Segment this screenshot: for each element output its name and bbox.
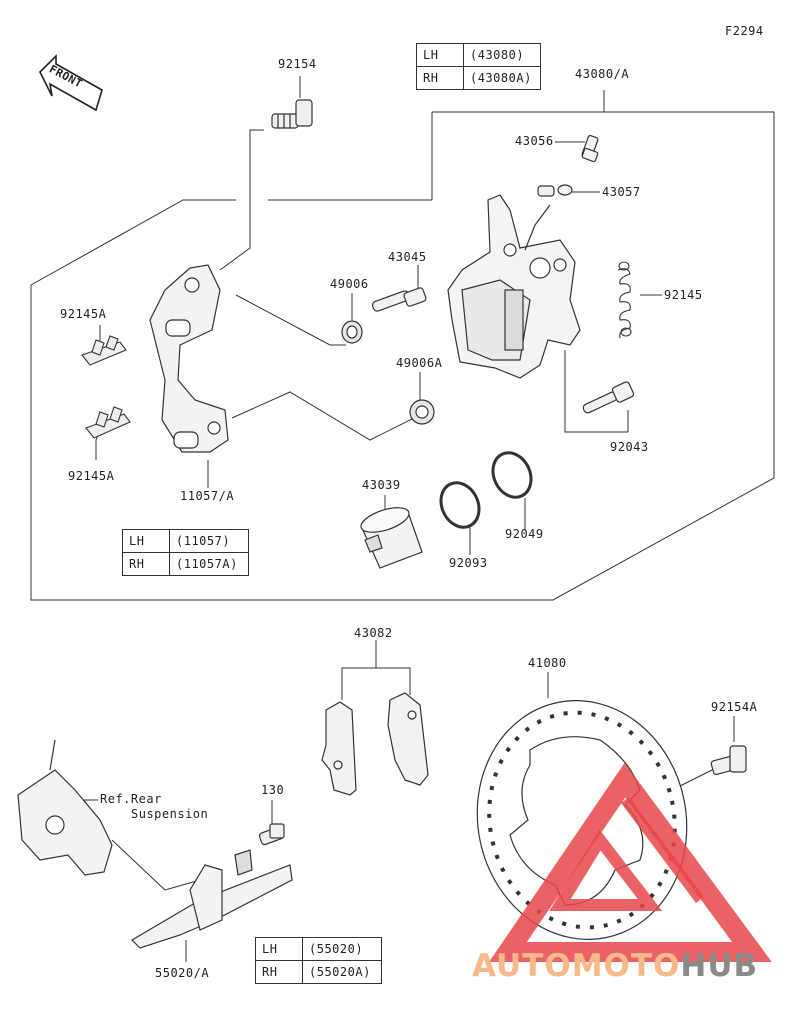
label-49006a: 49006A bbox=[396, 356, 443, 370]
watermark-text: AUTOMOTOHUB bbox=[472, 948, 758, 984]
assembly-frame bbox=[30, 111, 775, 601]
pad-spring-bottom bbox=[85, 406, 131, 439]
part-cell: (11057) bbox=[169, 529, 249, 553]
label-92154: 92154 bbox=[278, 57, 317, 71]
slide-pin-43045 bbox=[371, 287, 427, 312]
table-row: LH (11057) bbox=[122, 529, 249, 553]
label-92043: 92043 bbox=[610, 440, 649, 454]
bolt-92154 bbox=[271, 99, 313, 129]
label-43039: 43039 bbox=[362, 478, 401, 492]
spring-92145 bbox=[617, 261, 632, 339]
label-92145a-top: 92145A bbox=[60, 307, 107, 321]
seal-92049 bbox=[491, 451, 533, 499]
side-cell: RH bbox=[416, 66, 464, 90]
bracket-variant-table: LH (11057) RH (11057A) bbox=[122, 529, 249, 576]
table-row: RH (55020A) bbox=[255, 960, 382, 984]
label-130: 130 bbox=[261, 783, 285, 797]
part-cell: (55020) bbox=[302, 937, 382, 961]
slide-pin-92043 bbox=[582, 381, 635, 414]
label-55020a: 55020/A bbox=[155, 966, 210, 980]
label-ref-rear: Ref.Rear bbox=[100, 792, 162, 806]
part-cell: (43080A) bbox=[463, 66, 541, 90]
watermark-word-a: AUTOMOTO bbox=[472, 948, 681, 984]
piston-43039 bbox=[360, 507, 423, 569]
label-92093: 92093 bbox=[449, 556, 488, 570]
bolt-92154a bbox=[710, 745, 747, 776]
table-row: RH (43080A) bbox=[416, 66, 541, 90]
watermark-word-b: HUB bbox=[680, 948, 759, 984]
table-row: RH (11057A) bbox=[122, 552, 249, 576]
label-92154a: 92154A bbox=[711, 700, 758, 714]
label-49006: 49006 bbox=[330, 277, 369, 291]
caliper-variant-table: LH (43080) RH (43080A) bbox=[416, 43, 541, 90]
brake-pads bbox=[321, 692, 429, 796]
side-cell: LH bbox=[416, 43, 464, 67]
guard-variant-table: LH (55020) RH (55020A) bbox=[255, 937, 382, 984]
part-cell: (55020A) bbox=[302, 960, 382, 984]
label-92145a-bottom: 92145A bbox=[68, 469, 115, 483]
label-43045: 43045 bbox=[388, 250, 427, 264]
label-92049: 92049 bbox=[505, 527, 544, 541]
table-row: LH (55020) bbox=[255, 937, 382, 961]
caliper-body bbox=[447, 194, 581, 379]
table-row: LH (43080) bbox=[416, 43, 541, 67]
label-43080a: 43080/A bbox=[575, 67, 630, 81]
part-cell: (43080) bbox=[463, 43, 541, 67]
bleeder-valve bbox=[581, 134, 599, 163]
watermark-logo-icon bbox=[489, 762, 772, 962]
seal-92093 bbox=[439, 481, 481, 529]
label-43056: 43056 bbox=[515, 134, 554, 148]
boot-49006 bbox=[341, 320, 363, 344]
label-41080: 41080 bbox=[528, 656, 567, 670]
side-cell: LH bbox=[255, 937, 303, 961]
bolt-130 bbox=[258, 823, 285, 846]
ref-rear-suspension bbox=[17, 739, 113, 876]
boot-49006a bbox=[409, 399, 435, 425]
guard-55020 bbox=[131, 849, 293, 949]
figure-code: F2294 bbox=[725, 24, 764, 38]
label-43057: 43057 bbox=[602, 185, 641, 199]
side-cell: RH bbox=[122, 552, 170, 576]
caliper-bracket bbox=[149, 264, 229, 453]
bleeder-cap bbox=[537, 184, 573, 197]
side-cell: RH bbox=[255, 960, 303, 984]
brake-disc bbox=[476, 700, 688, 940]
pad-spring-top bbox=[81, 335, 127, 366]
label-11057a: 11057/A bbox=[180, 489, 235, 503]
side-cell: LH bbox=[122, 529, 170, 553]
front-arrow-icon bbox=[39, 54, 103, 112]
label-43082: 43082 bbox=[354, 626, 393, 640]
label-ref-suspension: Suspension bbox=[131, 807, 209, 821]
label-92145: 92145 bbox=[664, 288, 703, 302]
part-cell: (11057A) bbox=[169, 552, 249, 576]
